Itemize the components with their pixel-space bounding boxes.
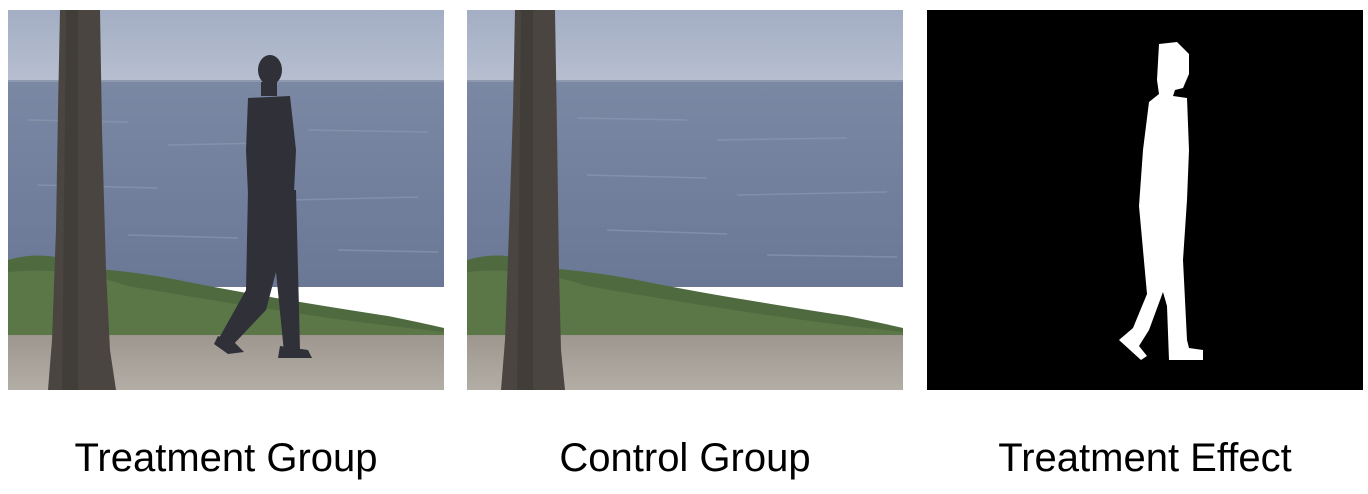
person-silhouette (1119, 42, 1203, 360)
palm-trunk-shade (517, 10, 533, 390)
caption-treatment-group: Treatment Group (74, 436, 378, 480)
treatment-effect-mask (927, 10, 1363, 390)
caption-control-group: Control Group (559, 436, 811, 480)
control-scene (467, 10, 903, 390)
control-group-image (467, 10, 903, 390)
shrubs-highlight (467, 270, 903, 340)
treatment-group-image (8, 10, 444, 390)
caption-treatment-effect: Treatment Effect (998, 436, 1292, 480)
walking-person (214, 55, 312, 358)
palm-trunk-shade (62, 10, 78, 390)
mask-image (927, 10, 1363, 390)
treatment-scene (8, 10, 444, 390)
sea-ripples (576, 117, 898, 258)
shrubs-highlight (8, 270, 444, 340)
